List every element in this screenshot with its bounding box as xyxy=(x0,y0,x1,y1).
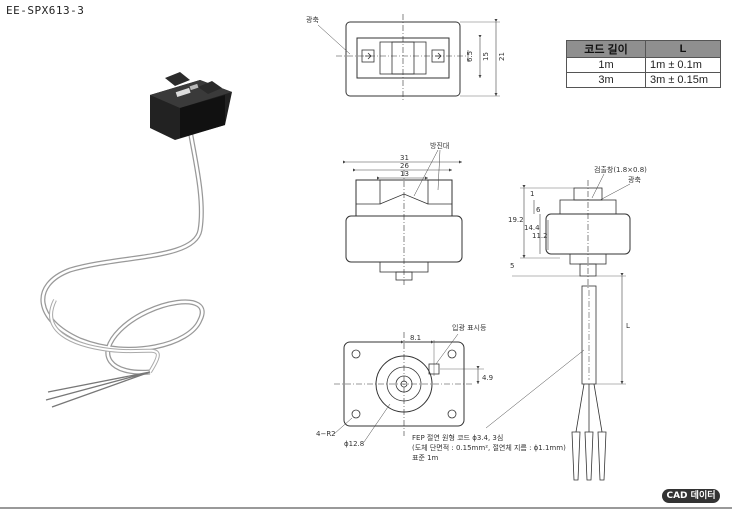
axis-label: 광축 xyxy=(628,175,641,184)
table-row: 3m 3m ± 0.15m xyxy=(566,72,721,88)
sensor-illustration xyxy=(40,72,232,408)
dim-label: 13 xyxy=(400,170,409,178)
dim-label: 1 xyxy=(530,190,534,198)
top-view: 6.5 15 21 광축 xyxy=(306,14,506,102)
front-view: 31 26 13 방진대 xyxy=(343,141,463,285)
dim-label: 8.1 xyxy=(410,334,421,342)
window-label: 검출창(1.8×0.8) xyxy=(594,165,647,174)
dim-label: 5 xyxy=(510,262,514,270)
table-cell: 1m ± 0.1m xyxy=(645,57,721,73)
dim-label: ϕ12.8 xyxy=(344,440,364,448)
cad-data-button[interactable]: CAD 데이터 xyxy=(662,489,720,503)
table-header: L xyxy=(645,40,721,58)
table-cell: 3m ± 0.15m xyxy=(645,72,721,88)
table-header: 코드 길이 xyxy=(566,40,646,58)
slit-label: 방진대 xyxy=(430,141,449,150)
cable-note: FEP 절연 원형 코드 ϕ3.4, 3심 (도체 단면적 : 0.15mm²,… xyxy=(412,349,585,462)
note-line: (도체 단면적 : 0.15mm², 절연체 지름 : ϕ1.1mm) xyxy=(412,443,566,452)
dim-label: 14.4 xyxy=(524,224,540,232)
model-title: EE-SPX613-3 xyxy=(6,4,85,17)
dim-label: 19.2 xyxy=(508,216,524,224)
bottom-view: 8.1 4.9 4−R2 ϕ12.8 입광 표시등 xyxy=(316,324,493,448)
dim-label: L xyxy=(626,322,630,330)
dim-label: 11.2 xyxy=(532,232,548,240)
mark-label: 입광 표시등 xyxy=(452,324,487,332)
dim-label: 26 xyxy=(400,162,409,170)
dim-label: 15 xyxy=(482,52,490,61)
side-view: 1 19.2 6 14.4 11.2 5 L 검출창(1.8×0.8) 광축 xyxy=(508,165,647,481)
dim-label: 21 xyxy=(498,52,506,61)
dim-label: 6 xyxy=(536,206,541,214)
dim-label: 4.9 xyxy=(482,374,493,382)
note-line: FEP 절연 원형 코드 ϕ3.4, 3심 xyxy=(412,433,503,442)
dim-label: 31 xyxy=(400,154,409,162)
dim-label: 6.5 xyxy=(466,51,474,62)
dim-label: 4−R2 xyxy=(316,430,336,438)
table-header-row: 코드 길이 L xyxy=(566,40,721,58)
note-line: 표준 1m xyxy=(412,454,439,462)
cable-length-table: 코드 길이 L 1m 1m ± 0.1m 3m 3m ± 0.15m xyxy=(566,40,721,88)
axis-label: 광축 xyxy=(306,15,319,24)
